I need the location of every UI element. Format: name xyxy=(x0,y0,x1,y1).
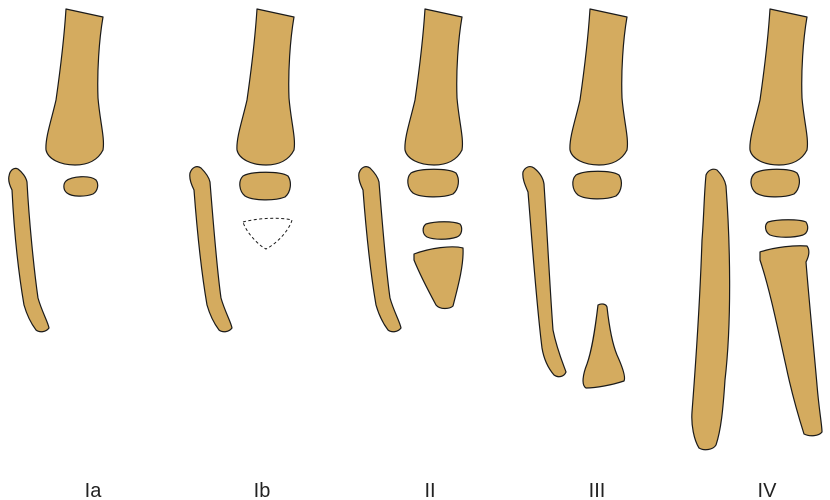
panel-iv: IV xyxy=(691,8,823,500)
lateral-long-bone xyxy=(691,168,731,451)
epiphysis xyxy=(239,171,291,201)
upper-long-bone xyxy=(749,8,809,166)
epiphysis xyxy=(572,170,622,200)
epiphysis xyxy=(750,168,800,198)
panel-ii: II xyxy=(358,8,464,500)
lateral-bone xyxy=(522,166,567,378)
secondary-epiphysis xyxy=(422,221,463,240)
distal-bone-fragment xyxy=(582,303,626,389)
panel-label: IV xyxy=(758,480,778,500)
distal-long-bone xyxy=(759,245,823,437)
panel-ib: Ib xyxy=(189,8,296,500)
panel-iii: III xyxy=(522,8,629,500)
upper-long-bone xyxy=(236,8,296,166)
panel-label: II xyxy=(424,480,435,500)
panel-label: III xyxy=(589,480,606,500)
secondary-epiphysis xyxy=(764,219,809,238)
upper-long-bone xyxy=(45,8,105,166)
lateral-bone xyxy=(8,167,50,333)
lateral-bone xyxy=(358,166,402,333)
panel-label: Ia xyxy=(85,480,103,500)
upper-long-bone xyxy=(569,8,629,166)
epiphysis xyxy=(407,168,459,198)
upper-long-bone xyxy=(404,8,464,166)
distal-bone-fragment xyxy=(413,246,464,310)
panel-ia: Ia xyxy=(8,8,105,500)
epiphysis xyxy=(63,176,99,197)
lateral-bone xyxy=(189,166,233,333)
missing-fragment-outline xyxy=(242,217,293,250)
panel-label: Ib xyxy=(254,480,271,500)
